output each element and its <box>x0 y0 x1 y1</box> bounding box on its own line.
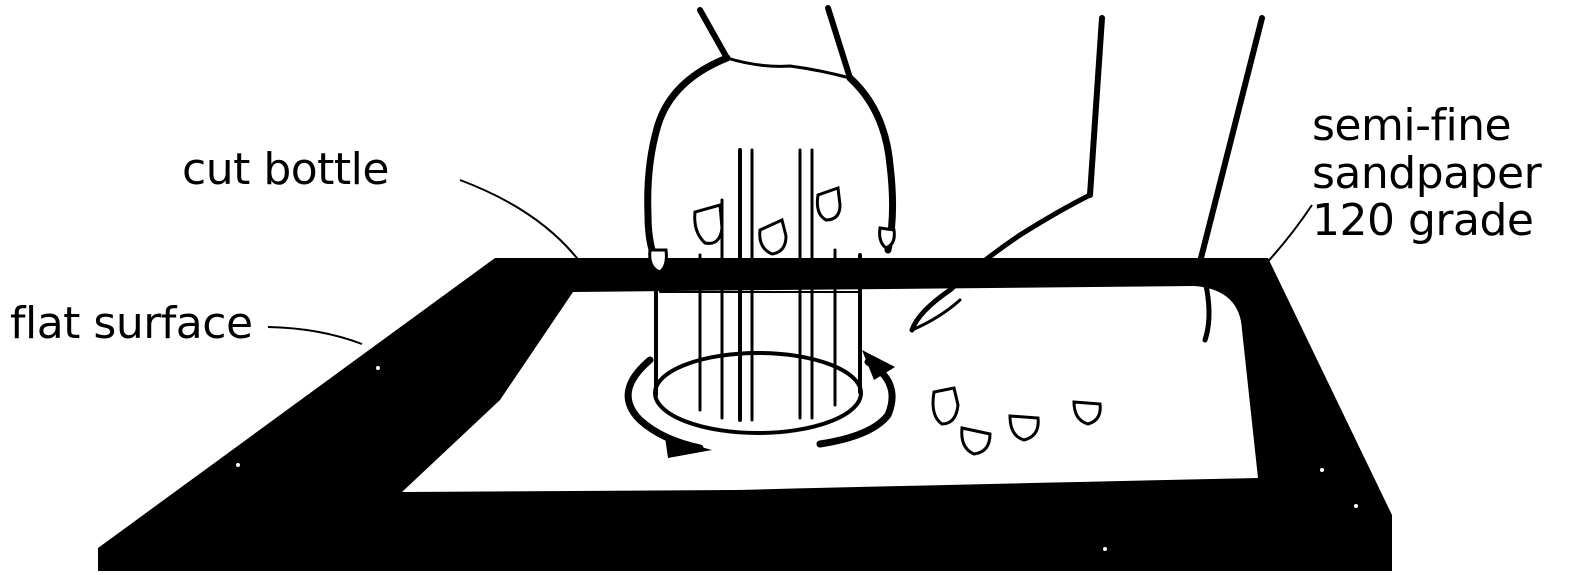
label-sandpaper-line-2: sandpaper <box>1312 150 1541 198</box>
leader-cut-bottle <box>460 180 580 262</box>
label-sandpaper: semi-fine sandpaper 120 grade <box>1312 102 1541 245</box>
label-sandpaper-line-1: semi-fine <box>1312 102 1541 150</box>
label-sandpaper-line-3: 120 grade <box>1312 197 1541 245</box>
leader-flat-surface <box>268 327 362 344</box>
label-flat-surface: flat surface <box>10 302 253 346</box>
leader-sandpaper <box>1262 205 1312 268</box>
label-cut-bottle: cut bottle <box>182 148 389 192</box>
